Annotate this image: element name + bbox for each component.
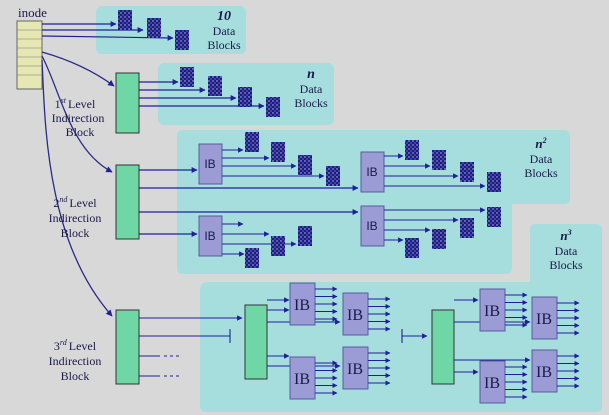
double-ib-blocks: IB IB IB IB bbox=[198, 143, 385, 257]
svg-text:Block: Block bbox=[61, 369, 90, 383]
svg-text:IB: IB bbox=[294, 371, 310, 388]
direct-data-blocks bbox=[118, 10, 189, 50]
svg-text:IB: IB bbox=[294, 297, 310, 314]
svg-text:IB: IB bbox=[204, 157, 215, 171]
second-level-arrows bbox=[139, 167, 359, 237]
svg-text:Block: Block bbox=[66, 125, 95, 139]
svg-text:IB: IB bbox=[536, 364, 552, 381]
inode-pointer-curves bbox=[41, 51, 115, 317]
svg-text:IB: IB bbox=[204, 229, 215, 243]
single-count: n bbox=[307, 67, 315, 82]
inode-slots bbox=[17, 29, 42, 76]
svg-text:IB: IB bbox=[347, 361, 363, 378]
svg-text:n2: n2 bbox=[535, 136, 546, 151]
direct-text1: Data bbox=[213, 24, 236, 38]
triple-blocks-label: n3 Data Blocks bbox=[549, 228, 583, 272]
single-blocks-label: n Data Blocks bbox=[294, 67, 328, 110]
svg-text:IB: IB bbox=[347, 307, 363, 324]
svg-text:IB: IB bbox=[366, 165, 377, 179]
third-level-indirection-block bbox=[115, 309, 140, 385]
triple-text1: Data bbox=[555, 244, 578, 258]
inode-block bbox=[16, 20, 43, 90]
triple-ib-blocks: IB IB IB IB IB IB IB IB bbox=[289, 282, 558, 404]
direct-blocks-panel bbox=[96, 6, 246, 54]
svg-text:Block: Block bbox=[61, 226, 90, 240]
double-ib-arrows bbox=[222, 147, 486, 257]
single-text2: Blocks bbox=[294, 96, 328, 110]
double-count: n bbox=[535, 136, 542, 151]
first-level-indirection-block bbox=[115, 72, 140, 134]
second-level-indirection-block bbox=[115, 164, 140, 240]
single-text1: Data bbox=[300, 82, 323, 96]
direct-text2: Blocks bbox=[207, 38, 241, 52]
double-blocks-label: n2 Data Blocks bbox=[524, 136, 558, 180]
triple-text2: Blocks bbox=[549, 258, 583, 272]
svg-text:Indirection: Indirection bbox=[49, 211, 102, 225]
third-level-arrows bbox=[139, 315, 428, 377]
triple-second-level-block-right bbox=[431, 309, 455, 385]
svg-text:IB: IB bbox=[484, 303, 500, 320]
svg-text:IB: IB bbox=[536, 311, 552, 328]
svg-text:Indirection: Indirection bbox=[49, 354, 102, 368]
double-text2: Blocks bbox=[524, 166, 558, 180]
triple-sup: 3 bbox=[567, 228, 572, 237]
triple-count: n bbox=[560, 228, 567, 243]
svg-text:Indirection: Indirection bbox=[52, 111, 105, 125]
double-data-blocks bbox=[245, 132, 501, 268]
triple-second-level-block-left bbox=[244, 304, 268, 380]
direct-blocks-label: 10 Data Blocks bbox=[207, 9, 241, 52]
svg-text:n3: n3 bbox=[560, 228, 571, 243]
first-level-arrows bbox=[139, 79, 265, 109]
double-text1: Data bbox=[530, 152, 553, 166]
triple-ib-fanout-arrows bbox=[315, 286, 580, 400]
double-sup: 2 bbox=[542, 136, 547, 145]
first-level-data-blocks bbox=[180, 67, 280, 117]
svg-text:IB: IB bbox=[484, 375, 500, 392]
inode-label: inode bbox=[18, 5, 47, 20]
direct-count: 10 bbox=[217, 9, 231, 24]
svg-text:IB: IB bbox=[366, 219, 377, 233]
